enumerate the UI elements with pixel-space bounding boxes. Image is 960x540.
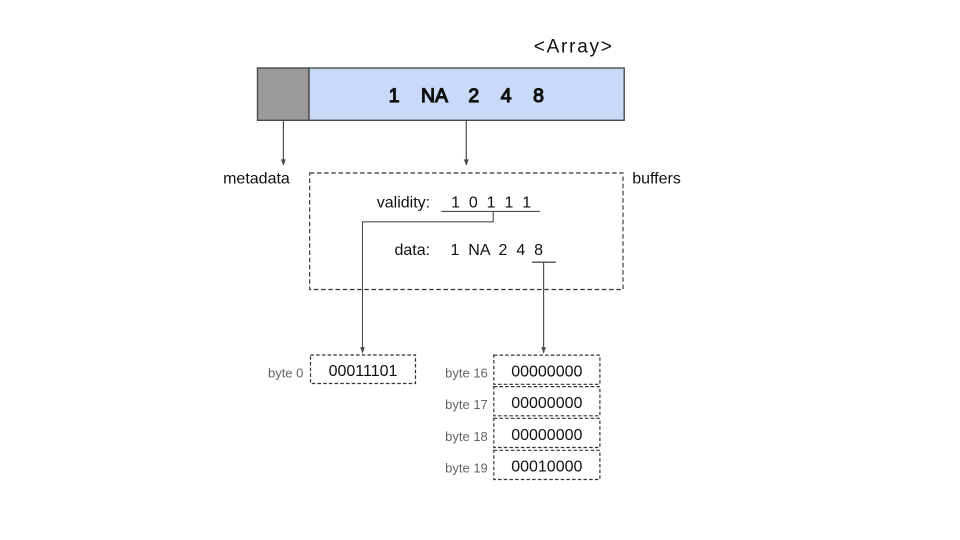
svg-text:<Array>: <Array> (534, 36, 614, 57)
svg-text:1 NA 2 4 8: 1 NA 2 4 8 (389, 85, 544, 107)
svg-text:00000000: 00000000 (511, 395, 582, 412)
svg-text:00000000: 00000000 (511, 427, 582, 444)
svg-text:byte 19: byte 19 (445, 461, 488, 476)
svg-text:byte 17: byte 17 (445, 397, 488, 412)
svg-text:byte 18: byte 18 (445, 429, 488, 444)
svg-text:1 0 1 1 1: 1 0 1 1 1 (451, 195, 531, 212)
svg-text:1 NA 2 4 8: 1 NA 2 4 8 (451, 242, 544, 259)
svg-text:00010000: 00010000 (511, 459, 582, 476)
svg-text:metadata: metadata (223, 171, 290, 188)
svg-text:validity:: validity: (377, 195, 430, 212)
svg-text:00000000: 00000000 (511, 364, 582, 381)
svg-text:byte 16: byte 16 (445, 366, 488, 381)
svg-text:buffers: buffers (632, 171, 681, 188)
svg-text:data:: data: (395, 242, 431, 259)
svg-text:byte 0: byte 0 (268, 365, 303, 380)
svg-text:00011101: 00011101 (329, 363, 398, 380)
